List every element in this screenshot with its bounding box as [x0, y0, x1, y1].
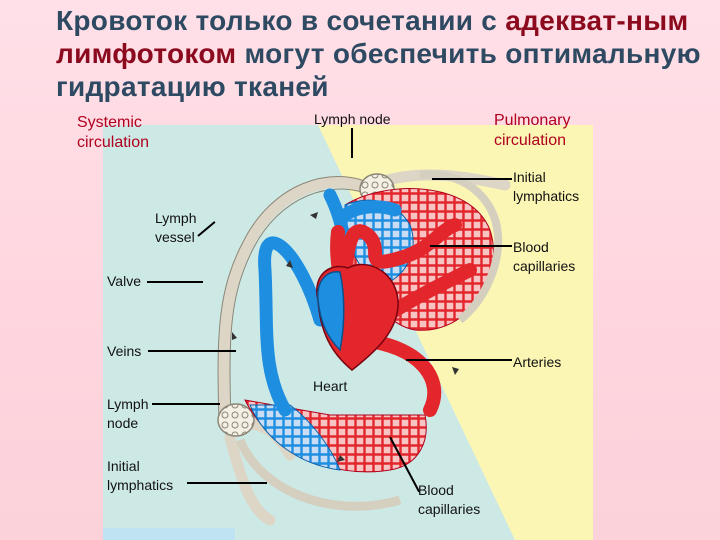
systemic-circulation-label: Systemic circulation [77, 114, 150, 151]
leader-blood-capillaries-right [430, 245, 512, 247]
leader-veins [148, 350, 236, 352]
blood-capillaries-right-label: Blood capillaries [513, 239, 576, 274]
heart-shape [316, 263, 399, 371]
title-part-1: Кровоток только в сочетании с [56, 5, 506, 36]
title-highlight: адекват-ным лимфотоком [56, 5, 689, 69]
pulmonary-circulation-label: Pulmonary circulation [494, 112, 571, 149]
leader-lymph-node-top [351, 128, 353, 158]
flow-arrows [232, 212, 459, 462]
systemic-capillary-bed [235, 399, 427, 511]
arteries-label: Arteries [513, 354, 562, 370]
lymph-node-top-label: Lymph node [314, 111, 391, 127]
lymph-node-bottom-label: Lymph node [107, 396, 149, 431]
lymph-vessel-label: Lymph vessel [155, 210, 197, 245]
leader-initial-lymphatics-left [187, 482, 267, 484]
lymph-node-bottom-shape [217, 403, 255, 437]
leader-lymph-node-bottom [152, 403, 220, 405]
leader-arteries [406, 359, 512, 361]
heart-label: Heart [313, 378, 348, 394]
initial-lymphatics-right-label: Initial lymphatics [513, 169, 580, 204]
leader-valve [147, 281, 203, 283]
bottom-strip [103, 528, 235, 540]
valve-label: Valve [107, 273, 141, 289]
initial-lymphatics-left-label: Initial lymphatics [107, 458, 174, 493]
slide-title: Кровоток только в сочетании с адекват-ны… [56, 4, 716, 103]
title-part-3: могут обеспечить оптимальную гидратацию … [56, 38, 701, 102]
veins-label: Veins [107, 343, 142, 359]
blood-capillaries-bottom-label: Blood capillaries [418, 482, 481, 517]
circulation-diagram [103, 125, 593, 540]
leader-initial-lymphatics-right [432, 178, 512, 180]
